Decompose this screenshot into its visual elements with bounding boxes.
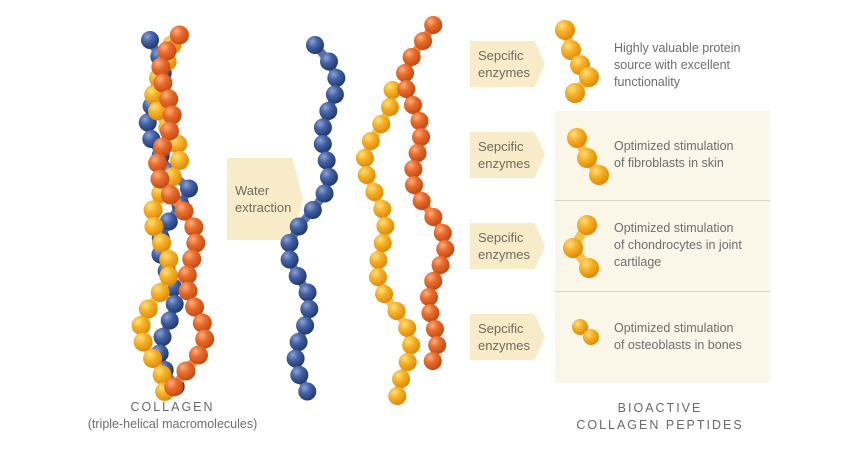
enzymes-arrow-2-line1: Sepcific — [478, 139, 524, 154]
benefit-3-line1: Optimized stimulation — [614, 221, 734, 235]
enzymes-arrow-3: Sepcific enzymes — [470, 223, 545, 269]
panel-divider-2 — [555, 291, 770, 292]
enzymes-arrow-1-line2: enzymes — [478, 65, 531, 80]
separated-gelatin-chains — [280, 15, 455, 405]
short-peptide-icon — [572, 319, 599, 345]
benefit-description-4: Optimized stimulation of osteoblasts in … — [614, 320, 774, 354]
bioactive-title-line1: BIOACTIVE — [617, 401, 703, 415]
collagen-triple-helix — [120, 25, 230, 401]
enzymes-arrow-2-line2: enzymes — [478, 156, 531, 171]
enzymes-arrow-3-line2: enzymes — [478, 247, 531, 262]
benefit-2-line1: Optimized stimulation — [614, 139, 734, 153]
benefit-3-line2: of chondrocytes in joint — [614, 238, 742, 252]
enzymes-arrow-3-line1: Sepcific — [478, 230, 524, 245]
bent-peptide-icon — [563, 215, 599, 278]
benefit-2-line2: of fibroblasts in skin — [614, 156, 724, 170]
long-peptide-icon — [555, 20, 599, 103]
enzymes-arrow-2: Sepcific enzymes — [470, 132, 545, 178]
benefit-description-3: Optimized stimulation of chondrocytes in… — [614, 220, 774, 271]
enzymes-arrow-4-line2: enzymes — [478, 338, 531, 353]
benefit-4-line1: Optimized stimulation — [614, 321, 734, 335]
benefit-3-line3: cartilage — [614, 255, 662, 269]
enzymes-arrow-1: Sepcific enzymes — [470, 41, 545, 87]
triple-helix-molecule-icon — [131, 25, 215, 401]
benefit-4-line2: of osteoblasts in bones — [614, 338, 742, 352]
benefit-description-1: Highly valuable protein source with exce… — [614, 40, 774, 91]
water-extraction-line1: Water — [235, 183, 270, 198]
collagen-subtitle: (triple-helical macromolecules) — [87, 417, 258, 431]
enzymes-arrow-4: Sepcific enzymes — [470, 314, 545, 360]
enzymes-arrow-4-line1: Sepcific — [478, 321, 524, 336]
bioactive-title-line2: COLLAGEN PEPTIDES — [576, 418, 744, 432]
panel-divider-1 — [555, 200, 770, 201]
benefit-1-line1: Highly valuable protein — [614, 41, 741, 55]
benefit-1-line3: functionality — [614, 75, 681, 89]
benefit-description-2: Optimized stimulation of fibroblasts in … — [614, 138, 774, 172]
water-extraction-line2: extraction — [235, 200, 292, 215]
benefit-1-line2: source with excellent — [614, 58, 731, 72]
medium-peptide-icon — [567, 128, 609, 185]
collagen-title: COLLAGEN — [130, 400, 215, 414]
enzymes-arrow-1-line1: Sepcific — [478, 48, 524, 63]
separated-chains-icon — [280, 16, 455, 405]
